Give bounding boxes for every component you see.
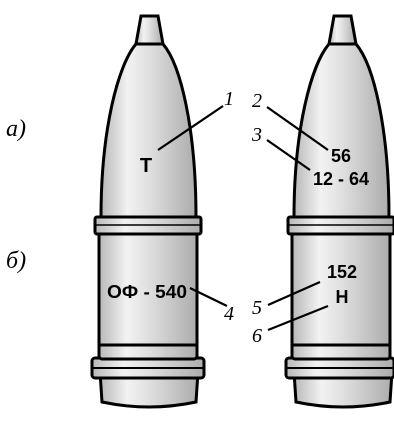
right-callout-2-leader [266,106,329,151]
right-callout-3-leader [266,139,311,171]
right-shell-fuze-tip [327,14,358,46]
left-nose-mark: Т [140,155,152,177]
left-shell: Т ОФ - 540 1 4 [90,14,234,409]
right-callout-6: 6 [252,325,262,347]
row-label-a: а) [6,116,26,142]
left-shell-base [98,370,200,409]
left-callout-4-leader [189,287,228,307]
right-shell-base [292,370,394,409]
right-callout-2: 2 [252,90,262,112]
left-callout-1: 1 [224,88,234,110]
right-shell: 56 12 - 64 152 Н 2 3 5 6 [251,14,394,409]
right-shell-ogive [292,42,391,219]
left-shell-ogive [99,42,198,219]
right-body-line2: Н [336,287,349,307]
left-body-mark: ОФ - 540 [107,282,187,302]
right-nose-line2: 12 - 64 [313,169,369,189]
left-callout-4: 4 [224,303,234,325]
left-shell-fuze-tip [134,14,165,46]
left-callout-1-leader [157,105,224,151]
right-callout-5-leader [267,280,321,307]
right-callout-3: 3 [251,124,262,146]
right-nose-line1: 56 [331,146,351,166]
right-shell-body [290,231,392,347]
right-body-line1: 152 [327,262,357,282]
right-callout-5: 5 [252,297,262,319]
row-label-b: б) [6,248,26,274]
right-callout-6-leader [267,304,329,332]
